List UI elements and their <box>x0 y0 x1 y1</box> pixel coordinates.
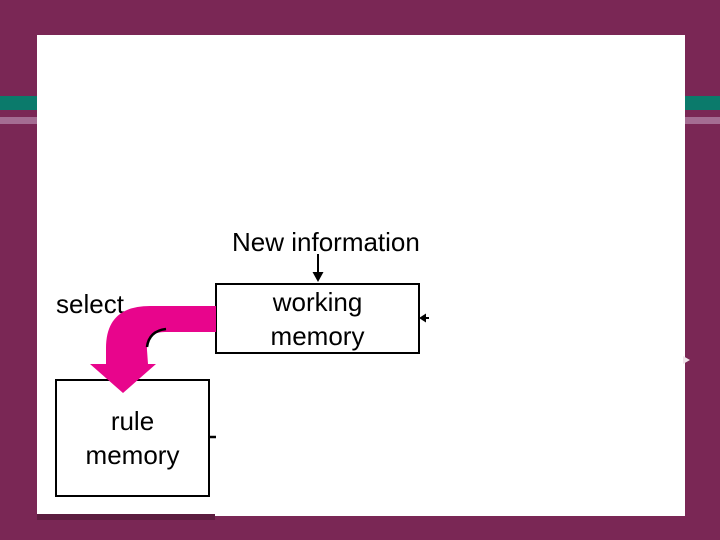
left-arrowhead-tip <box>419 313 426 323</box>
left-arrowhead-icon[interactable] <box>419 313 429 323</box>
working-memory-line1: working <box>272 286 363 317</box>
select-label: select <box>56 289 124 319</box>
down-arrow-icon[interactable] <box>312 254 324 282</box>
working-memory-line2: memory <box>270 320 365 351</box>
slide-bottom-shadow <box>37 514 215 520</box>
slide-bottom-step <box>215 514 685 516</box>
rule-memory-line2: memory <box>85 440 180 470</box>
edge-notch <box>683 356 690 364</box>
elbow-inner-arc <box>145 327 167 348</box>
working-memory-box[interactable]: working memory <box>215 283 420 354</box>
rule-memory-box[interactable]: rule memory <box>55 379 210 497</box>
down-arrow-head <box>312 272 324 282</box>
elbow-down-arrow-icon[interactable] <box>90 306 216 393</box>
new-information-label: New information <box>232 227 420 257</box>
rule-memory-line1: rule <box>110 406 155 436</box>
